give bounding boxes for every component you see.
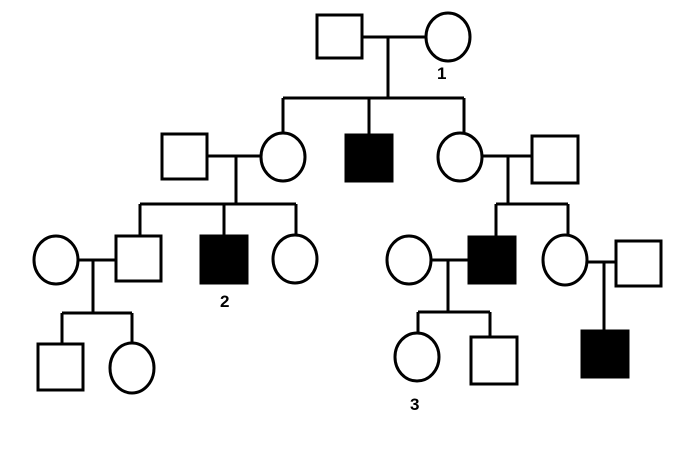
male-symbol: [160, 132, 209, 181]
male-symbol: [36, 342, 85, 392]
male-symbol-affected: [580, 329, 630, 379]
male-symbol-affected: [199, 234, 249, 285]
male-symbol: [530, 134, 580, 185]
female-symbol: [32, 234, 80, 286]
male-symbol: [114, 234, 163, 283]
female-symbol: [424, 11, 472, 63]
female-symbol: [271, 233, 319, 285]
connector-lines: [60, 35, 615, 344]
male-symbol-affected: [467, 235, 517, 285]
female-symbol: [259, 131, 307, 183]
female-symbol: [108, 341, 156, 395]
male-symbol: [614, 239, 663, 288]
male-symbol-affected: [344, 133, 394, 183]
female-symbol: [541, 233, 589, 287]
label-individual-2: 2: [220, 292, 229, 311]
label-individual-3: 3: [410, 395, 419, 414]
male-symbol: [315, 13, 364, 60]
female-symbol: [385, 234, 433, 286]
individuals: [32, 11, 663, 395]
female-symbol: [393, 331, 441, 383]
female-symbol: [436, 131, 484, 183]
label-individual-1: 1: [437, 64, 446, 83]
individual-labels: 1 2 3: [220, 64, 446, 414]
male-symbol: [469, 335, 519, 386]
